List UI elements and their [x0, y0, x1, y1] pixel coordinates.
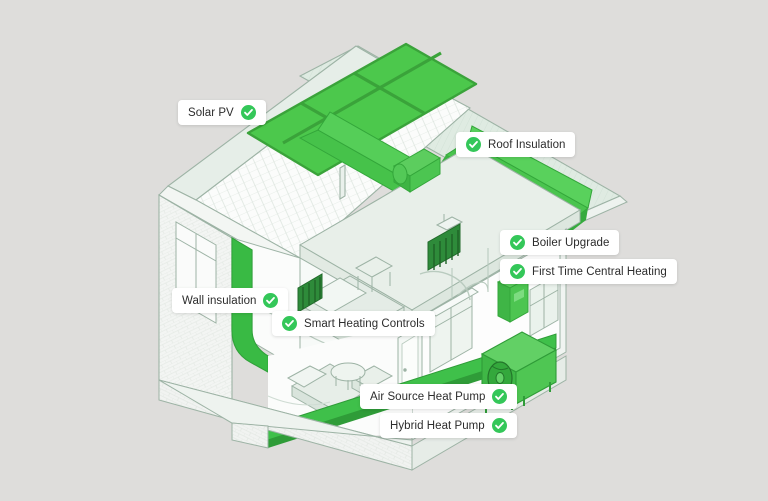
label-wall-insulation-text: Wall insulation — [182, 294, 257, 307]
label-hybrid-heat-pump-text: Hybrid Heat Pump — [390, 419, 485, 432]
label-first-time-central-heating[interactable]: First Time Central Heating — [500, 259, 677, 284]
radiator-upper — [427, 223, 461, 271]
label-roof-insulation-text: Roof Insulation — [488, 138, 566, 151]
label-first-time-central-heating-text: First Time Central Heating — [532, 265, 667, 278]
label-solar-pv[interactable]: Solar PV — [178, 100, 266, 125]
check-circle-icon — [510, 235, 525, 250]
loft-water-tank — [392, 148, 441, 193]
radiator-lower — [297, 273, 323, 313]
label-hybrid-heat-pump[interactable]: Hybrid Heat Pump — [380, 413, 517, 438]
coffee-table — [330, 362, 366, 390]
check-circle-icon — [492, 389, 508, 404]
kitchen-cabinet — [429, 287, 479, 373]
label-boiler-upgrade-text: Boiler Upgrade — [532, 236, 610, 249]
ground-floor-interior — [267, 270, 530, 440]
bedside-stool — [354, 256, 394, 292]
check-circle-icon — [466, 137, 481, 152]
bathroom-fixture — [435, 214, 464, 231]
label-smart-heating-controls-text: Smart Heating Controls — [304, 317, 425, 330]
label-wall-insulation[interactable]: Wall insulation — [172, 288, 289, 313]
label-roof-insulation[interactable]: Roof Insulation — [456, 132, 576, 157]
check-circle-icon — [510, 264, 525, 279]
label-air-source-heat-pump[interactable]: Air Source Heat Pump — [360, 384, 518, 409]
check-circle-icon — [282, 316, 297, 331]
label-boiler-upgrade[interactable]: Boiler Upgrade — [500, 230, 620, 255]
label-smart-heating-controls[interactable]: Smart Heating Controls — [272, 311, 435, 336]
check-circle-icon — [491, 418, 507, 433]
check-circle-icon — [240, 105, 256, 120]
label-air-source-heat-pump-text: Air Source Heat Pump — [370, 390, 486, 403]
check-circle-icon — [263, 293, 279, 308]
label-solar-pv-text: Solar PV — [188, 106, 234, 119]
